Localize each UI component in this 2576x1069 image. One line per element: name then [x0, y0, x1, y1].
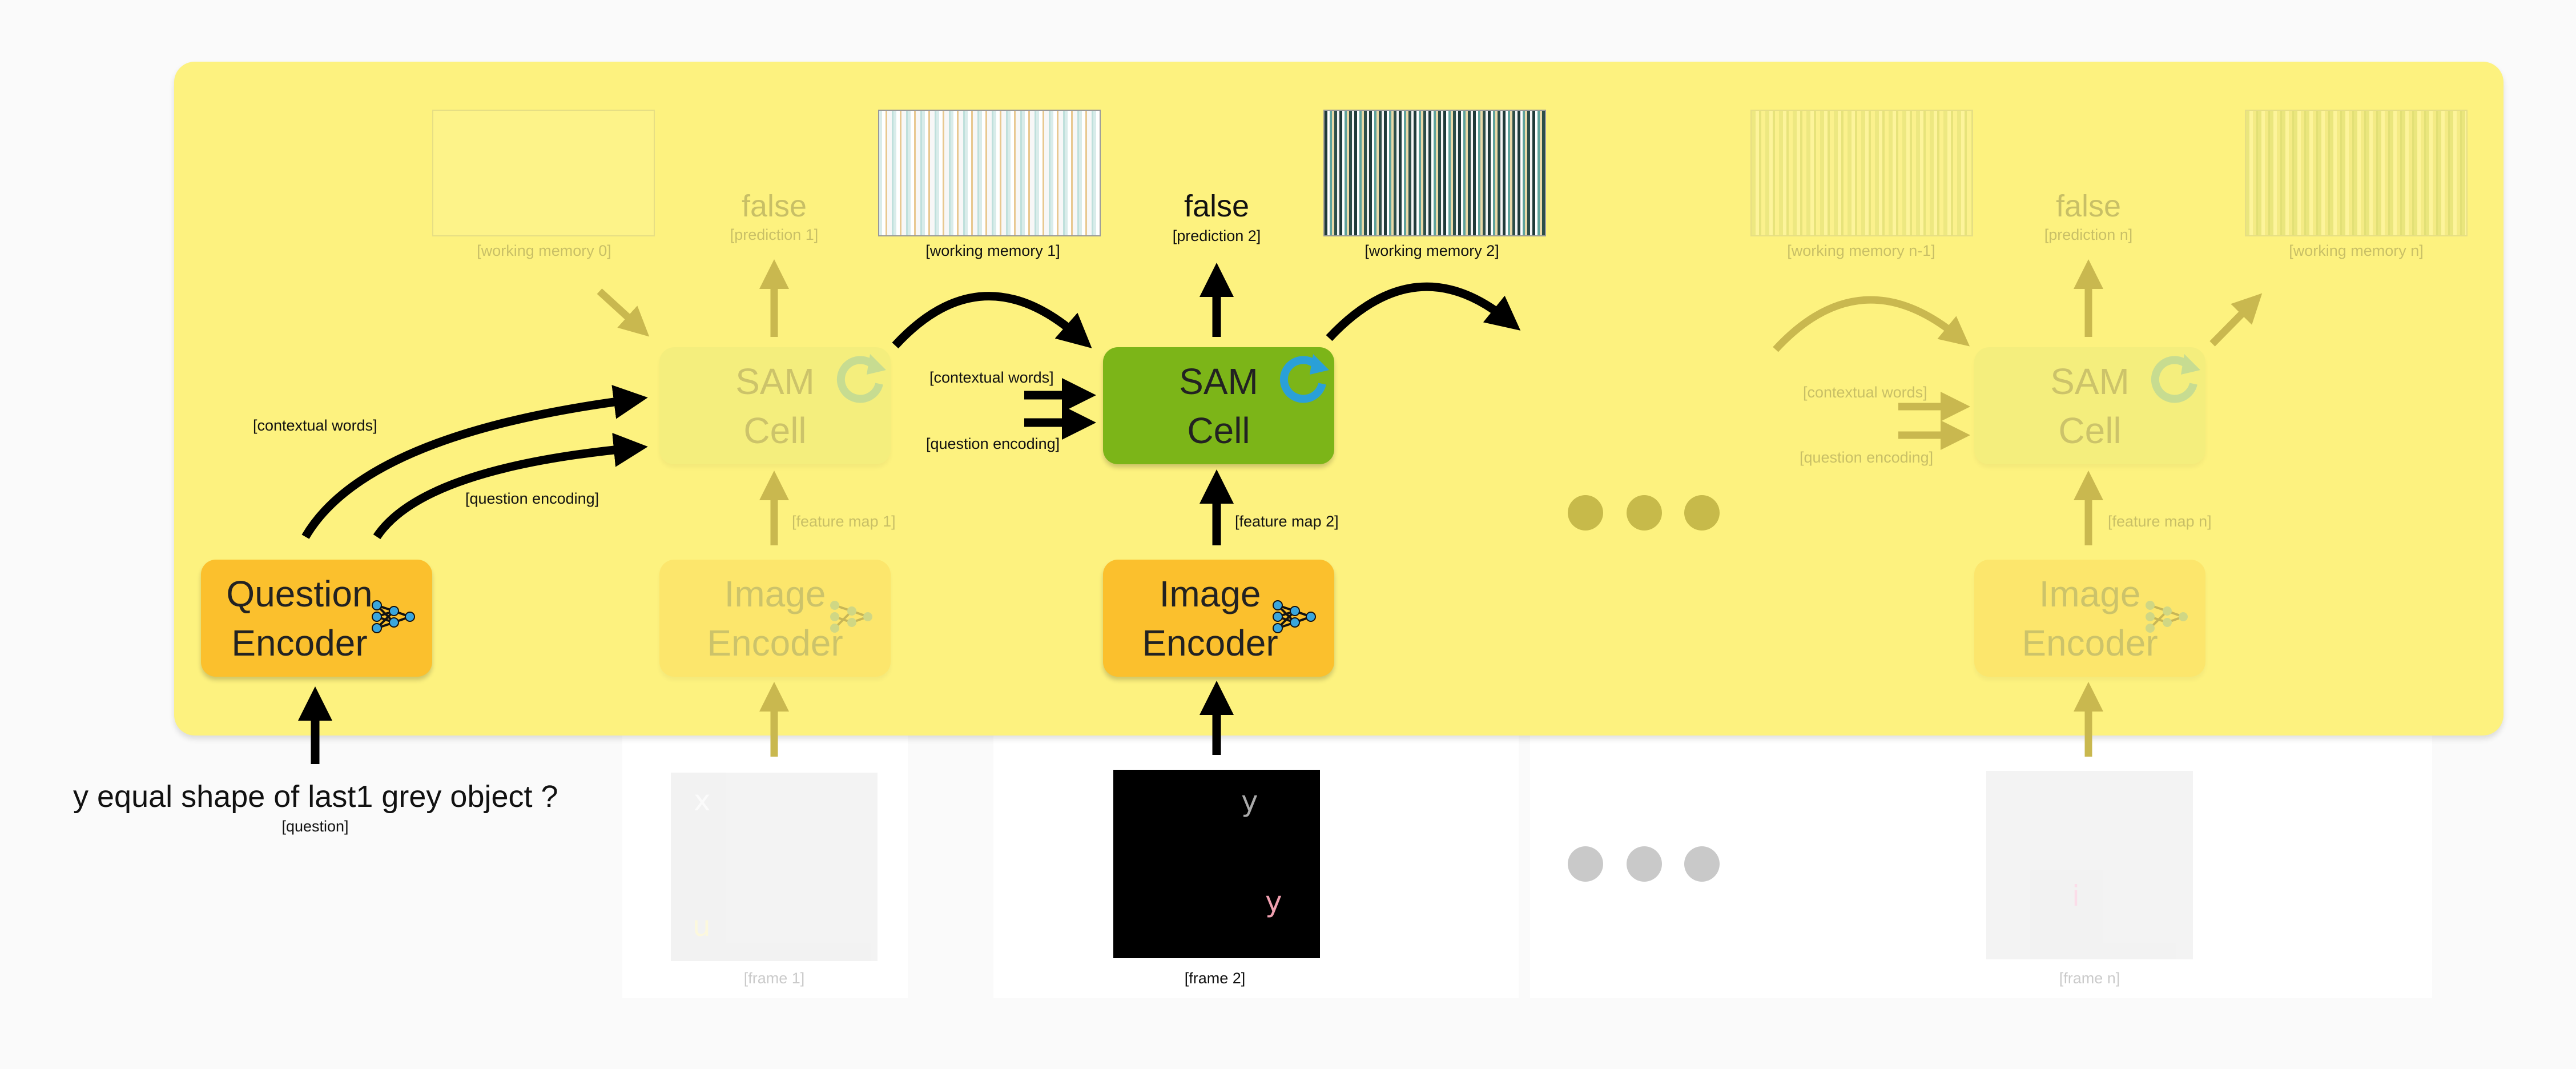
image-encoder-1-text: Image Encoder [707, 573, 843, 664]
frame-2-glyph-2: y [1265, 885, 1282, 918]
working-memory-n-1-label: [working memory n-1] [1787, 242, 1935, 259]
frame-1: x u [671, 773, 878, 961]
working-memory-n-1-pattern [1752, 111, 1972, 235]
frame-2-label: [frame 2] [1184, 970, 1246, 987]
question-encoder: Question Encoder [201, 560, 432, 677]
ellipsis-dot-frames-1 [1568, 846, 1603, 882]
image-encoder-1: Image Encoder [659, 560, 891, 677]
ellipsis-dot-panel-2 [1627, 495, 1662, 531]
question-encoder-text: Question Encoder [226, 573, 373, 664]
working-memory-2-label: [working memory 2] [1365, 242, 1499, 259]
working-memory-1-label: [working memory 1] [925, 242, 1060, 259]
working-memory-n [2245, 110, 2468, 236]
question-caption: [question] [281, 818, 349, 835]
image-encoder-2-text: Image Encoder [1142, 573, 1278, 664]
working-memory-0-label: [working memory 0] [477, 242, 611, 259]
faded-arrow-celln-to-memoryn [2209, 293, 2263, 347]
frame-n-glyph-1: i [2072, 879, 2080, 913]
frame-strip-3 [1530, 736, 2432, 998]
frame-2: y y [1113, 770, 1320, 958]
neural-network-icon [372, 600, 415, 633]
arrow-cell2-to-next [1326, 282, 1521, 341]
arrow-cell1-to-cell2 [892, 292, 1092, 349]
frame-n: i [1986, 771, 2193, 959]
working-memory-n-pattern [2246, 111, 2466, 235]
image-encoder-n-text: Image Encoder [2022, 573, 2158, 664]
sam-cell-1-text: SAM Cell [735, 360, 815, 451]
image-encoder-2: Image Encoder [1103, 560, 1334, 677]
ellipsis-dot-panel-1 [1568, 495, 1603, 531]
contextual-words-n-label: [contextual words] [1803, 384, 1927, 401]
feature-map-1-label: [feature map 1] [792, 513, 896, 530]
neural-network-icon [1273, 600, 1316, 633]
arrow-question-encoding-to-cell1 [373, 433, 648, 540]
frame-1-label: [frame 1] [743, 970, 805, 987]
prediction-2: false [1184, 189, 1250, 223]
prediction-1: false [741, 189, 807, 223]
working-memory-2 [1323, 110, 1546, 236]
faded-arrow-memory0-to-cell1 [597, 288, 650, 337]
working-memory-1 [878, 110, 1101, 236]
refresh-icon [2151, 354, 2200, 403]
faded-arrow-memory-to-celln [1773, 296, 1970, 352]
frame-1-glyph-1: x [694, 784, 711, 817]
refresh-icon [1279, 354, 1329, 403]
working-memory-n-label: [working memory n] [2289, 242, 2424, 259]
arrow-contextual-words-to-cell1 [301, 385, 648, 539]
working-memory-2-pattern [1325, 111, 1545, 235]
prediction-n: false [2055, 189, 2122, 223]
ellipsis-dot-frames-2 [1627, 846, 1662, 882]
working-memory-1-pattern [879, 111, 1100, 235]
prediction-1-label: [prediction 1] [730, 226, 819, 243]
sam-cell-2-text: SAM Cell [1179, 360, 1258, 451]
prediction-2-label: [prediction 2] [1172, 227, 1261, 244]
working-memory-n-1 [1750, 110, 1973, 236]
refresh-icon [836, 354, 886, 403]
neural-network-icon [830, 601, 872, 633]
sam-cell-n: SAM Cell [1974, 347, 2205, 464]
frame-1-glyph-2: u [693, 910, 711, 943]
ellipsis-dot-frames-3 [1684, 846, 1720, 882]
sam-cell-2: SAM Cell [1103, 347, 1334, 464]
frame-n-label: [frame n] [2059, 970, 2120, 987]
question-encoding-label-2: [question encoding] [926, 435, 1060, 452]
feature-map-2-label: [feature map 2] [1235, 513, 1339, 530]
question-encoding-n-label: [question encoding] [1800, 449, 1934, 466]
sam-cell-n-text: SAM Cell [2050, 360, 2130, 451]
neural-network-icon [2146, 601, 2188, 633]
ellipsis-dot-panel-3 [1684, 495, 1720, 531]
prediction-n-label: [prediction n] [2044, 226, 2133, 243]
faded-arrows [597, 259, 2263, 757]
question-encoding-label-1: [question encoding] [465, 490, 599, 507]
frame-strip-1 [622, 736, 908, 998]
sam-cell-1: SAM Cell [659, 347, 891, 464]
feature-map-n-label: [feature map n] [2108, 513, 2212, 530]
contextual-words-label-1: [contextual words] [253, 417, 377, 434]
image-encoder-n: Image Encoder [1974, 560, 2205, 677]
working-memory-0 [432, 110, 655, 236]
contextual-words-label-2: [contextual words] [929, 369, 1054, 386]
question-text: y equal shape of last1 grey object ? [73, 779, 558, 814]
frame-2-glyph-1: y [1241, 785, 1258, 818]
active-arrows [298, 263, 1521, 764]
